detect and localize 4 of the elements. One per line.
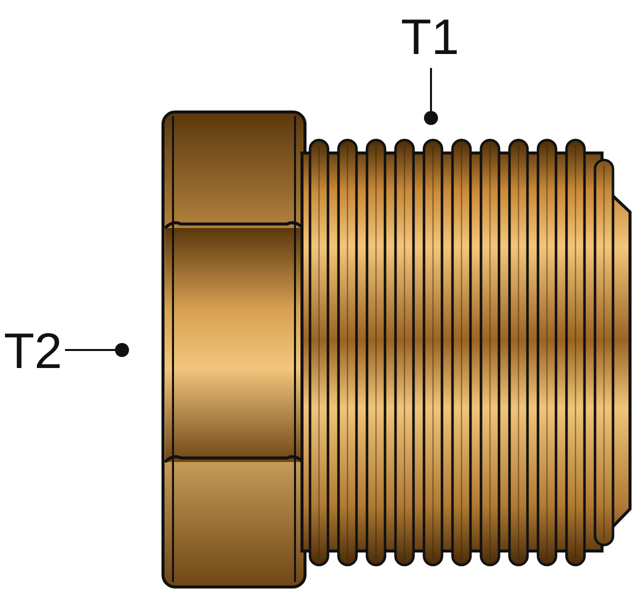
leader-line [65, 343, 129, 357]
leader-line [424, 68, 438, 125]
callout-label: T1 [398, 8, 462, 66]
callout-label: T2 [2, 322, 64, 380]
